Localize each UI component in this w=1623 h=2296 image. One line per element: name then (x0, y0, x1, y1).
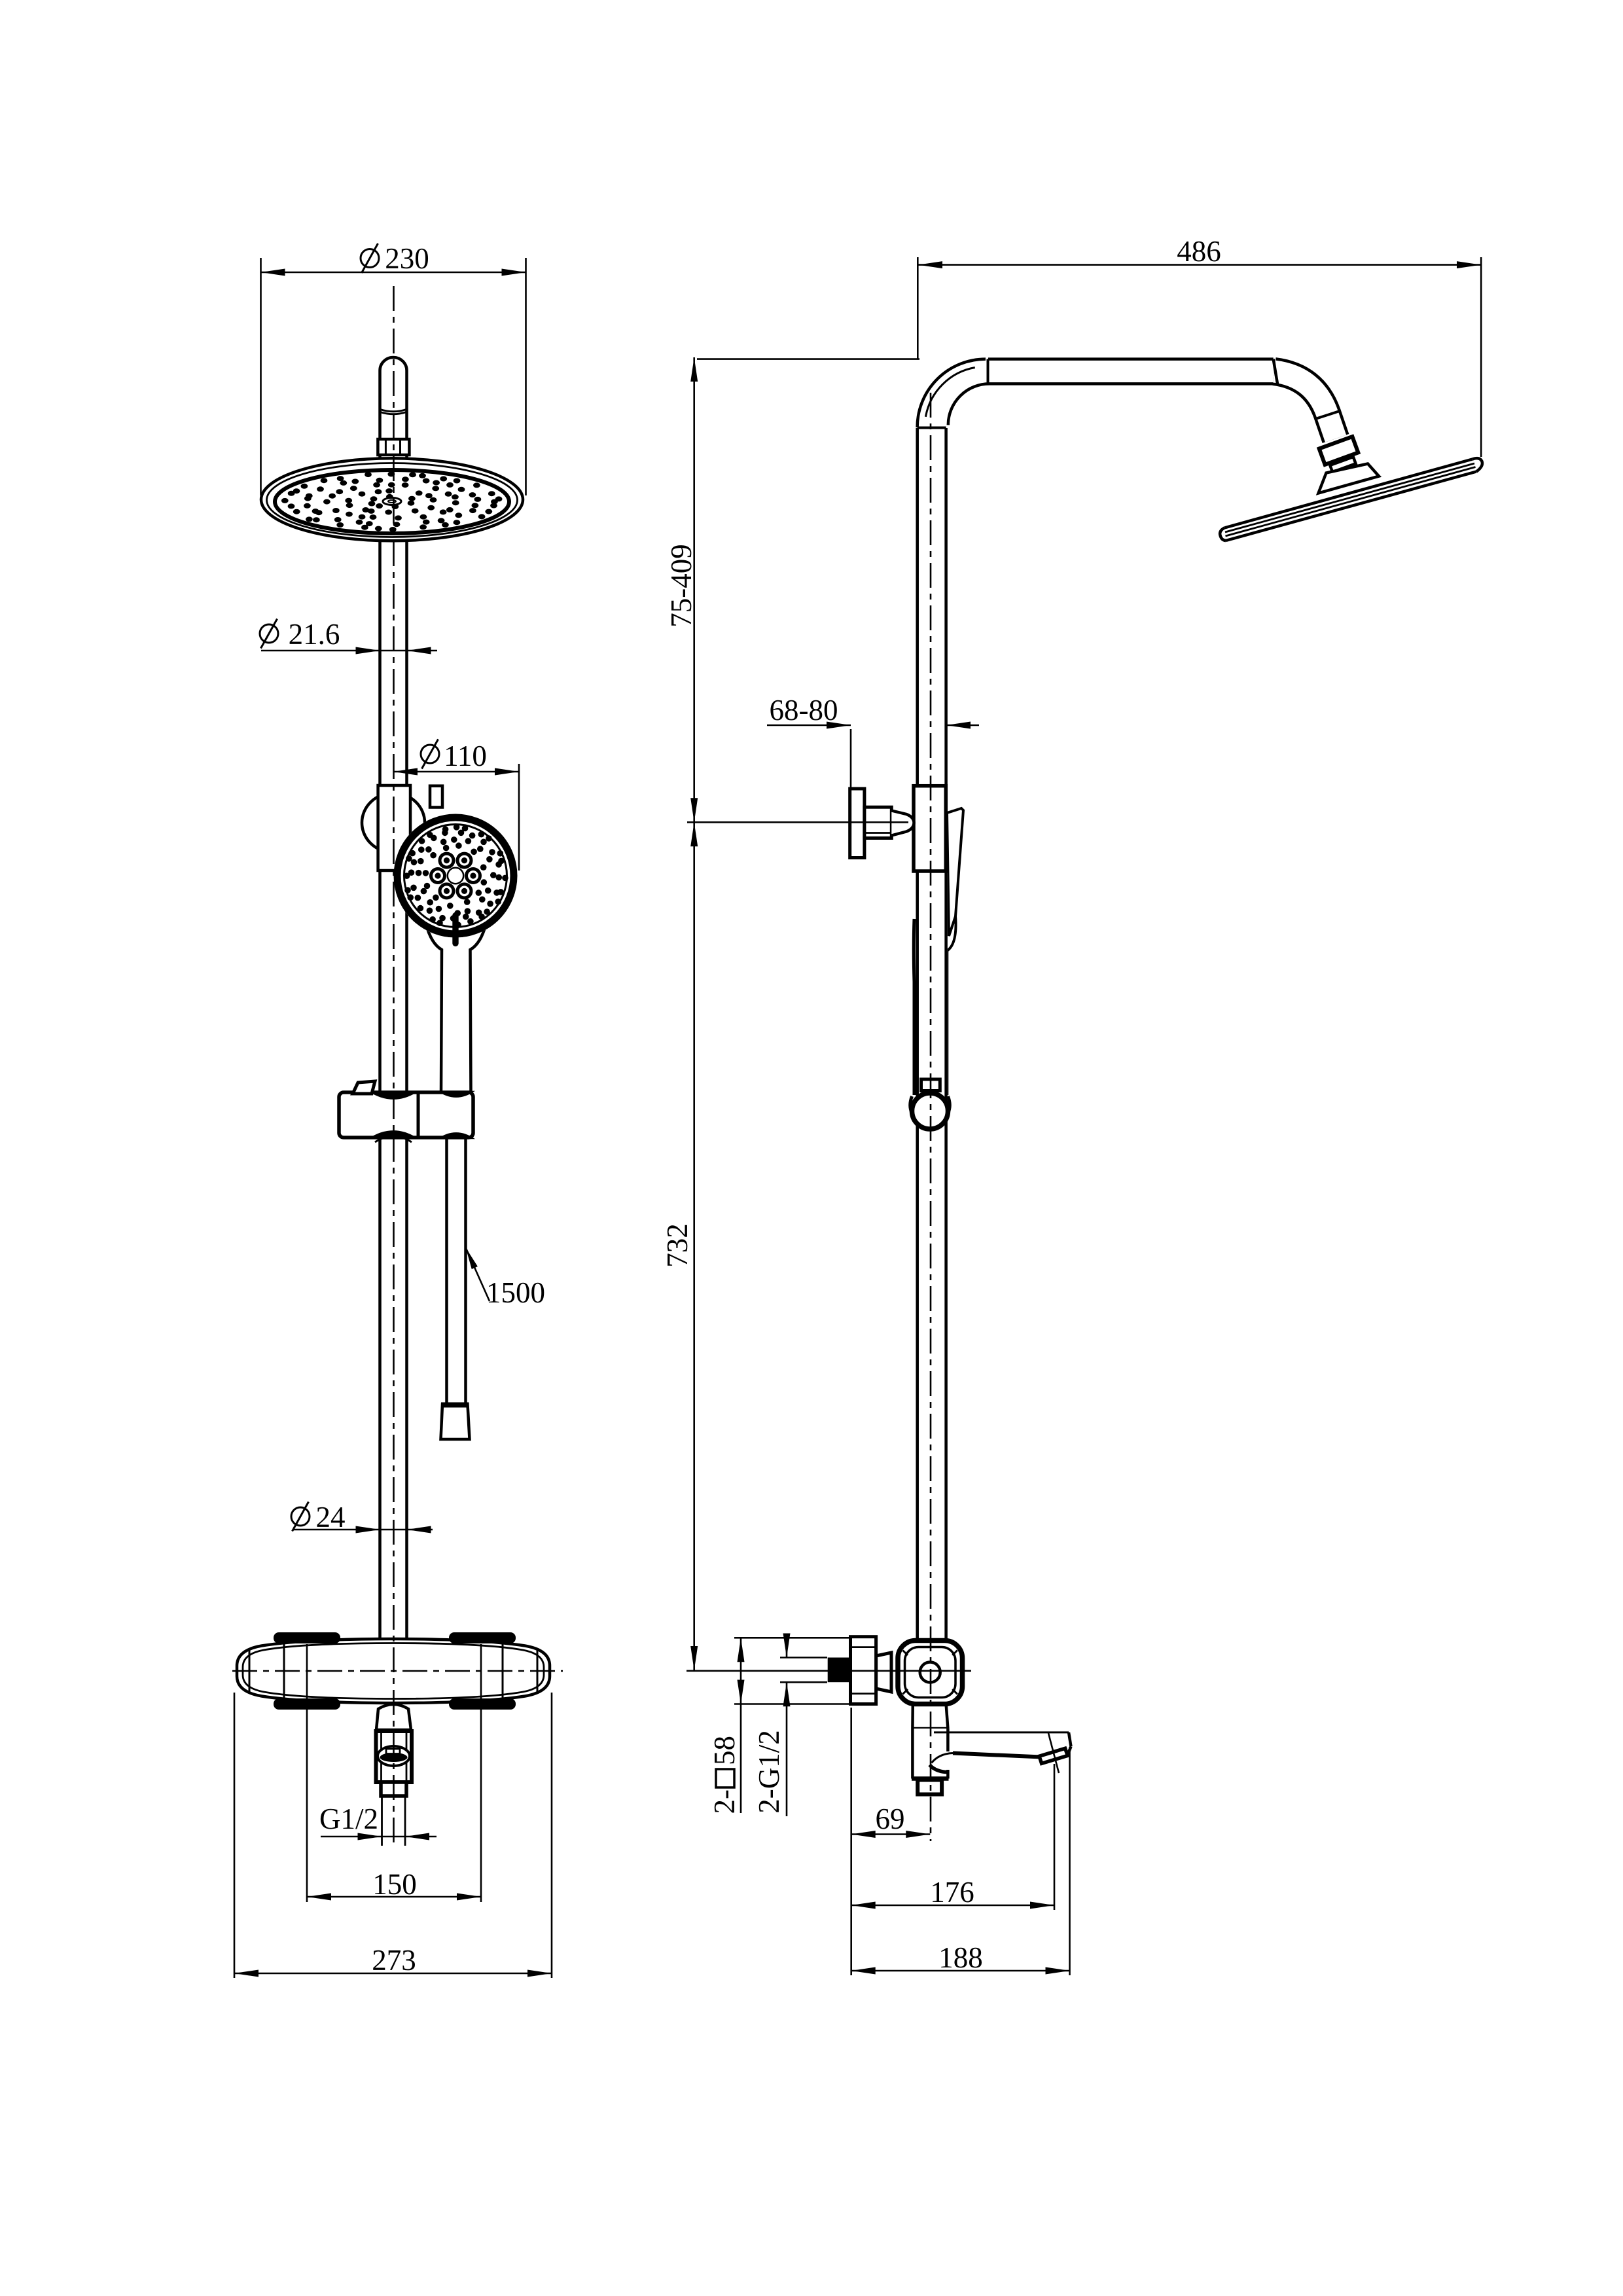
svg-text:150: 150 (372, 1868, 417, 1901)
svg-text:58: 58 (708, 1736, 741, 1765)
svg-text:1500: 1500 (486, 1276, 545, 1309)
svg-text:188: 188 (938, 1941, 983, 1974)
svg-text:G1/2: G1/2 (319, 1803, 378, 1835)
svg-text:24: 24 (316, 1501, 346, 1534)
svg-text:176: 176 (930, 1876, 974, 1909)
svg-text:69: 69 (876, 1803, 905, 1835)
svg-text:486: 486 (1177, 235, 1221, 268)
svg-text:273: 273 (372, 1944, 416, 1977)
svg-text:732: 732 (661, 1223, 694, 1268)
svg-text:110: 110 (444, 740, 487, 772)
svg-text:21.6: 21.6 (289, 618, 340, 651)
svg-text:2-G1/2: 2-G1/2 (753, 1730, 785, 1814)
svg-text:75-409: 75-409 (665, 544, 698, 628)
svg-text:68-80: 68-80 (770, 694, 838, 726)
svg-text:230: 230 (385, 242, 429, 275)
svg-text:2-: 2- (708, 1789, 741, 1814)
